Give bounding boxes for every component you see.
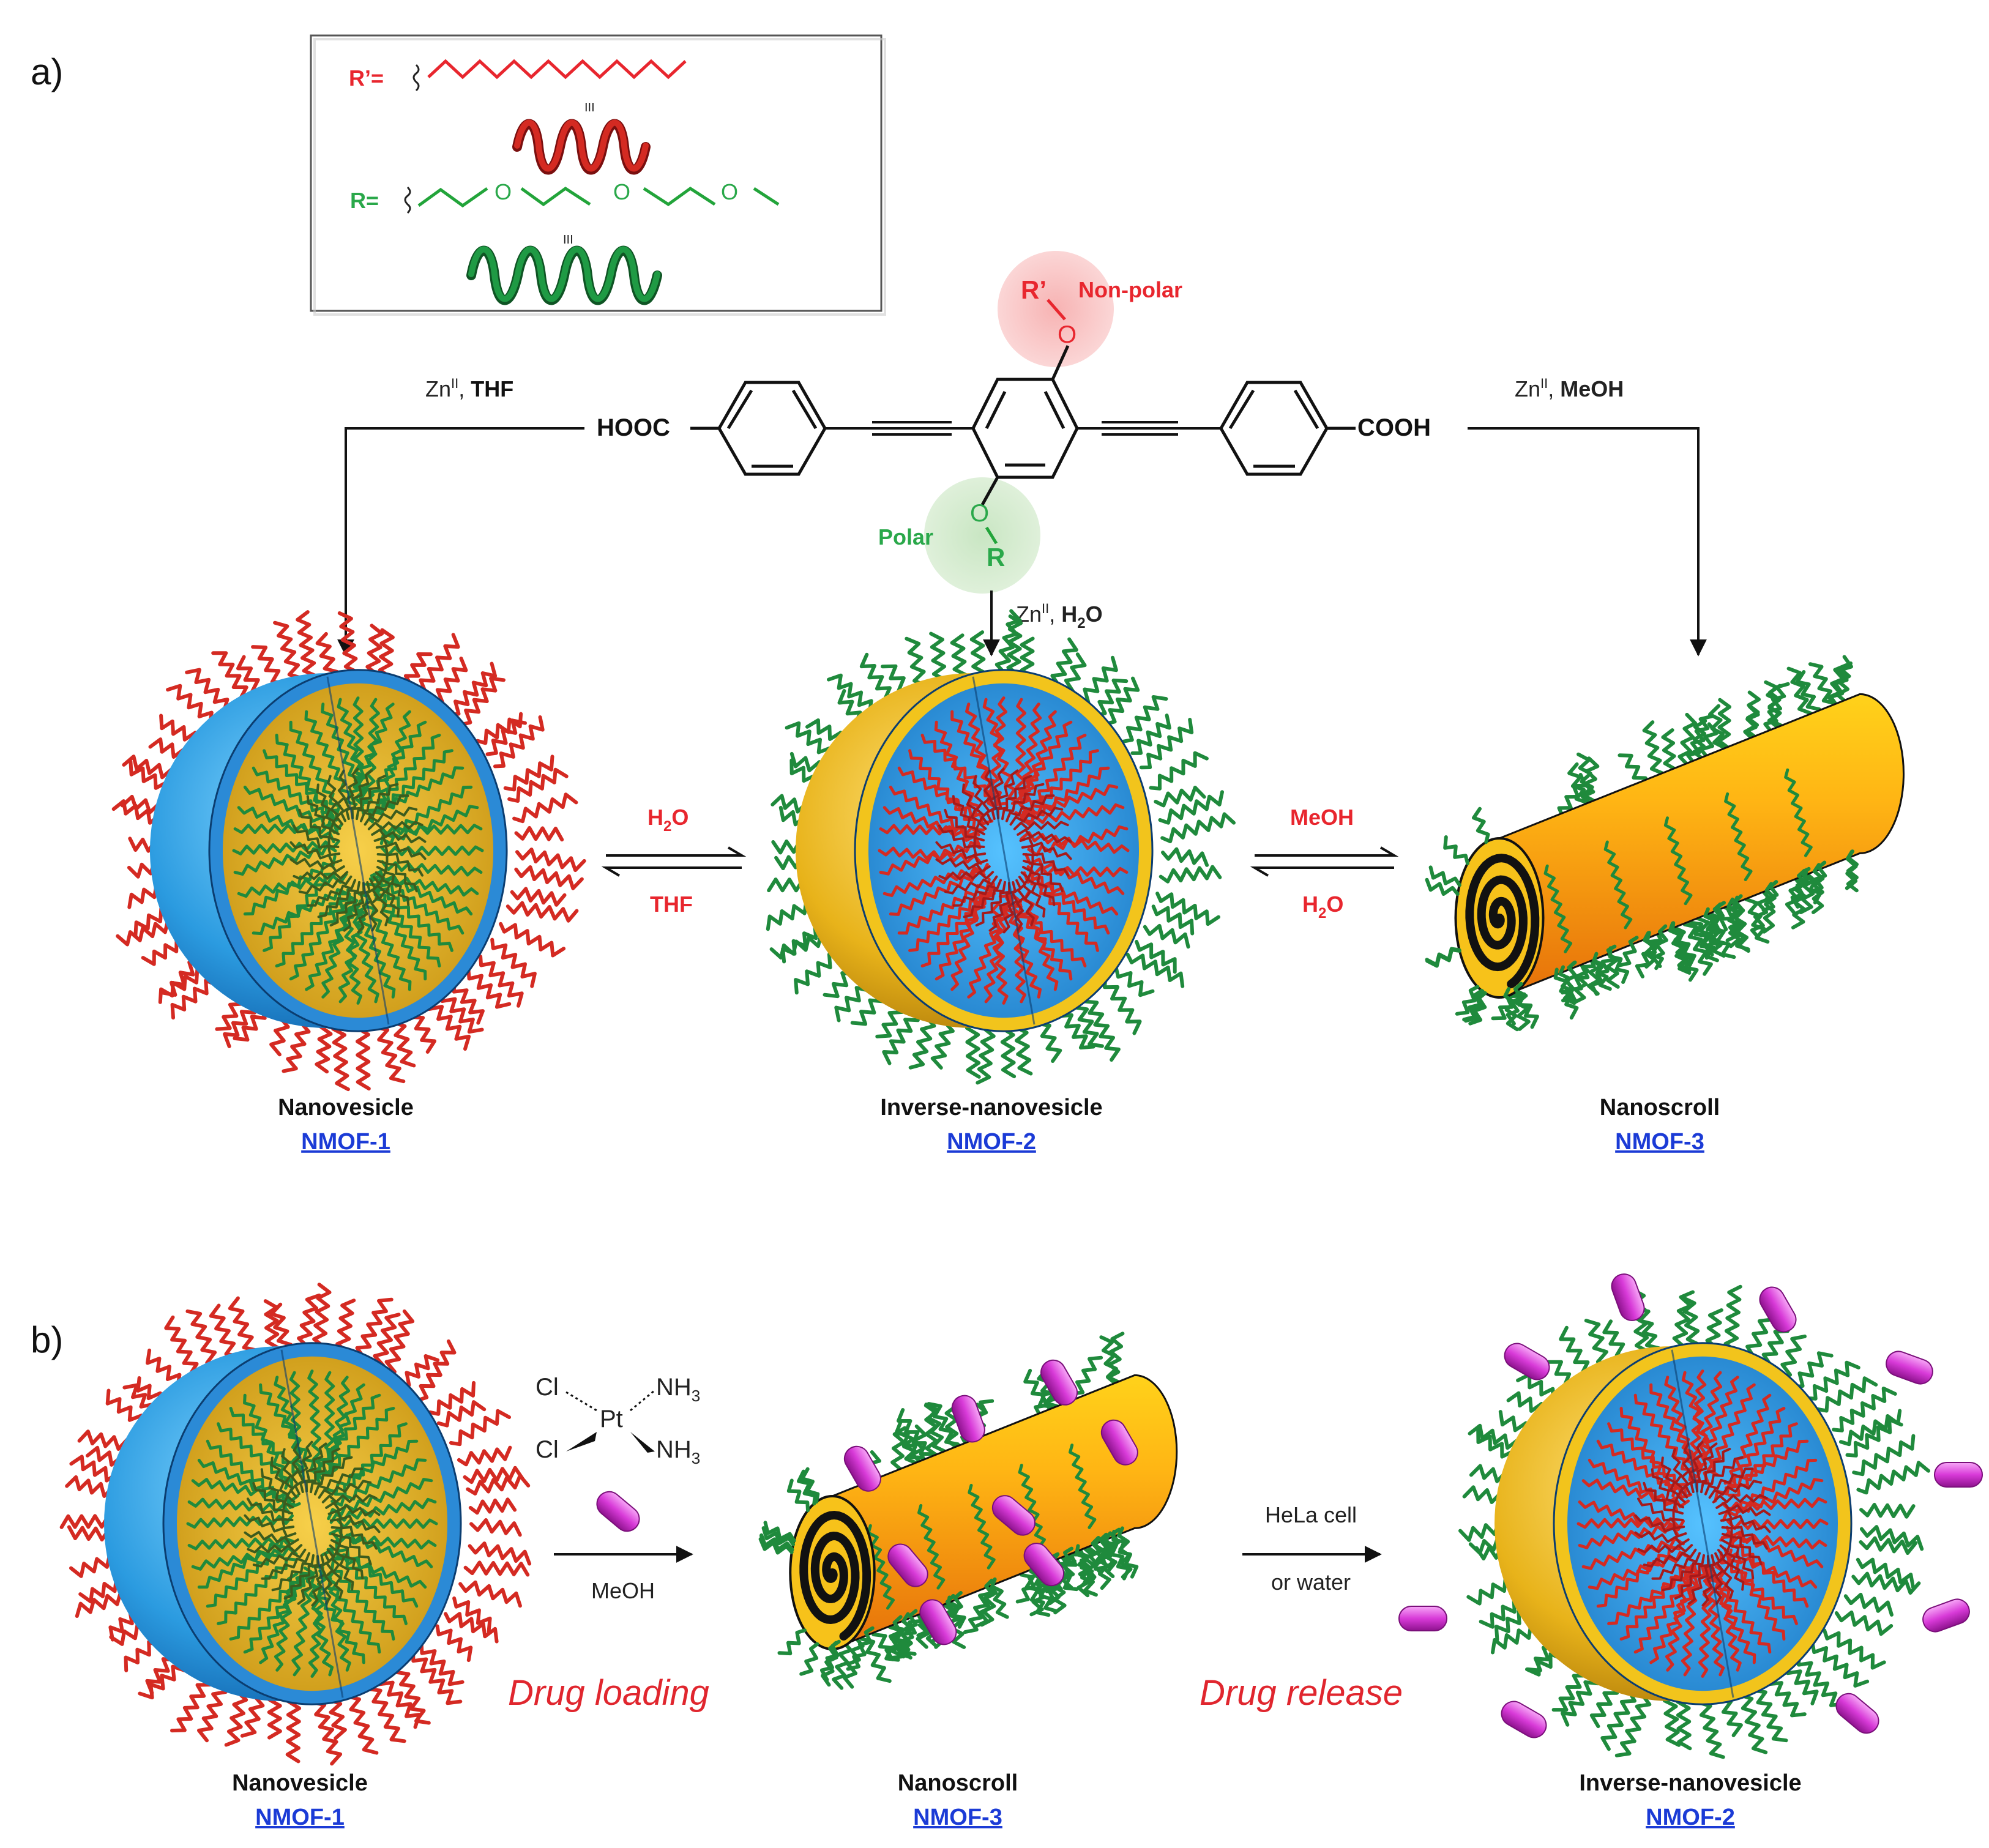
equilibrium-2: MeOH H2O	[1250, 805, 1399, 922]
svg-text:MeOH: MeOH	[1290, 805, 1354, 830]
svg-text:MeOH: MeOH	[591, 1578, 655, 1603]
link-nmof-1-a[interactable]: NMOF-1	[301, 1129, 390, 1155]
break-mark-1: III	[584, 101, 595, 114]
break-mark-2: III	[563, 233, 573, 247]
svg-text:H2O: H2O	[647, 805, 688, 835]
caption-nanovesicle-a: Nanovesicle	[278, 1095, 414, 1120]
link-nmof-3-a[interactable]: NMOF-3	[1615, 1129, 1704, 1155]
nanovesicle-illustration-a	[111, 610, 586, 1092]
right-benzene-ring	[1219, 381, 1329, 476]
svg-text:or water: or water	[1271, 1570, 1351, 1595]
inverse-nanovesicle-illustration-a	[766, 609, 1236, 1085]
substituent-legend-box: R’= III R= O O O III	[310, 34, 886, 316]
hooc-group: HOOC	[597, 414, 670, 441]
caption-inverse-nanovesicle-a: Inverse-nanovesicle	[880, 1095, 1102, 1120]
polar-oxygen: O	[970, 500, 989, 527]
svg-text:ZnII, MeOH: ZnII, MeOH	[1515, 376, 1624, 401]
svg-text:Cl: Cl	[536, 1436, 559, 1463]
inverse-nanovesicle-illustration-b	[1398, 1273, 1983, 1759]
r-prime-label: R’=	[349, 65, 384, 91]
svg-text:ZnII, THF: ZnII, THF	[425, 376, 513, 401]
condition-center: ZnII, H2O	[1016, 601, 1103, 632]
polar-halo	[924, 477, 1040, 594]
nonpolar-oxygen: O	[1058, 321, 1077, 348]
nanovesicle-illustration-b	[59, 1283, 532, 1766]
svg-text:NH3: NH3	[656, 1436, 700, 1467]
svg-text:Pt: Pt	[600, 1406, 623, 1433]
svg-text:HeLa cell: HeLa cell	[1265, 1502, 1357, 1527]
drug-pill-icon	[596, 1491, 640, 1532]
r-oxygen-1: O	[494, 179, 512, 204]
left-benzene-ring	[717, 381, 827, 476]
release-arrow: HeLa cell or water	[1242, 1502, 1382, 1595]
cisplatin-structure: Cl Pt NH3 Cl NH3	[536, 1374, 700, 1467]
green-coil-icon	[466, 245, 662, 305]
caption-inverse-nanovesicle-b: Inverse-nanovesicle	[1579, 1770, 1801, 1796]
reaction-arrows-a	[337, 427, 1707, 657]
r-prime-chain	[427, 59, 687, 80]
r-symbol: R	[987, 543, 1005, 572]
nanoscroll-illustration-b	[758, 1332, 1178, 1690]
panel-a-label: a)	[31, 51, 63, 92]
central-benzene-ring	[971, 378, 1079, 479]
svg-text:Cl: Cl	[536, 1374, 559, 1401]
caption-nanoscroll-a: Nanoscroll	[1600, 1095, 1720, 1120]
equilibrium-1: H2O THF	[601, 805, 747, 917]
panel-b-label: b)	[31, 1319, 63, 1360]
link-nmof-2-a[interactable]: NMOF-2	[947, 1129, 1036, 1155]
svg-text:NH3: NH3	[656, 1374, 700, 1405]
r-chain	[417, 186, 780, 208]
caption-nanovesicle-b: Nanovesicle	[232, 1770, 368, 1796]
svg-text:THF: THF	[650, 892, 693, 917]
r-label: R=	[350, 188, 379, 213]
condition-right: ZnII, MeOH	[1515, 376, 1624, 401]
nanoscroll-illustration-a	[1425, 655, 1905, 1032]
nonpolar-label: Non-polar	[1078, 277, 1182, 302]
red-coil-icon	[512, 119, 651, 175]
link-nmof-2-b[interactable]: NMOF-2	[1646, 1805, 1735, 1830]
svg-text:H2O: H2O	[1302, 892, 1343, 922]
cooh-group: COOH	[1357, 414, 1431, 441]
r-prime-break-mark	[412, 64, 420, 92]
link-nmof-1-b[interactable]: NMOF-1	[255, 1805, 345, 1830]
polar-label: Polar	[878, 524, 933, 550]
condition-left: ZnII, THF	[425, 376, 513, 401]
loading-arrow: MeOH	[554, 1546, 693, 1603]
r-prime-symbol: R’	[1021, 275, 1047, 304]
r-break-mark	[404, 186, 411, 214]
ligand-structure: HOOC O R’ Non-polar O R Polar COOH	[597, 251, 1431, 594]
link-nmof-3-b[interactable]: NMOF-3	[913, 1805, 1002, 1830]
r-oxygen-2: O	[613, 179, 630, 204]
svg-text:ZnII, H2O: ZnII, H2O	[1016, 601, 1103, 632]
drug-release-label: Drug release	[1200, 1673, 1403, 1713]
drug-loading-label: Drug loading	[508, 1673, 709, 1713]
r-oxygen-3: O	[721, 179, 738, 204]
caption-nanoscroll-b: Nanoscroll	[898, 1770, 1018, 1796]
